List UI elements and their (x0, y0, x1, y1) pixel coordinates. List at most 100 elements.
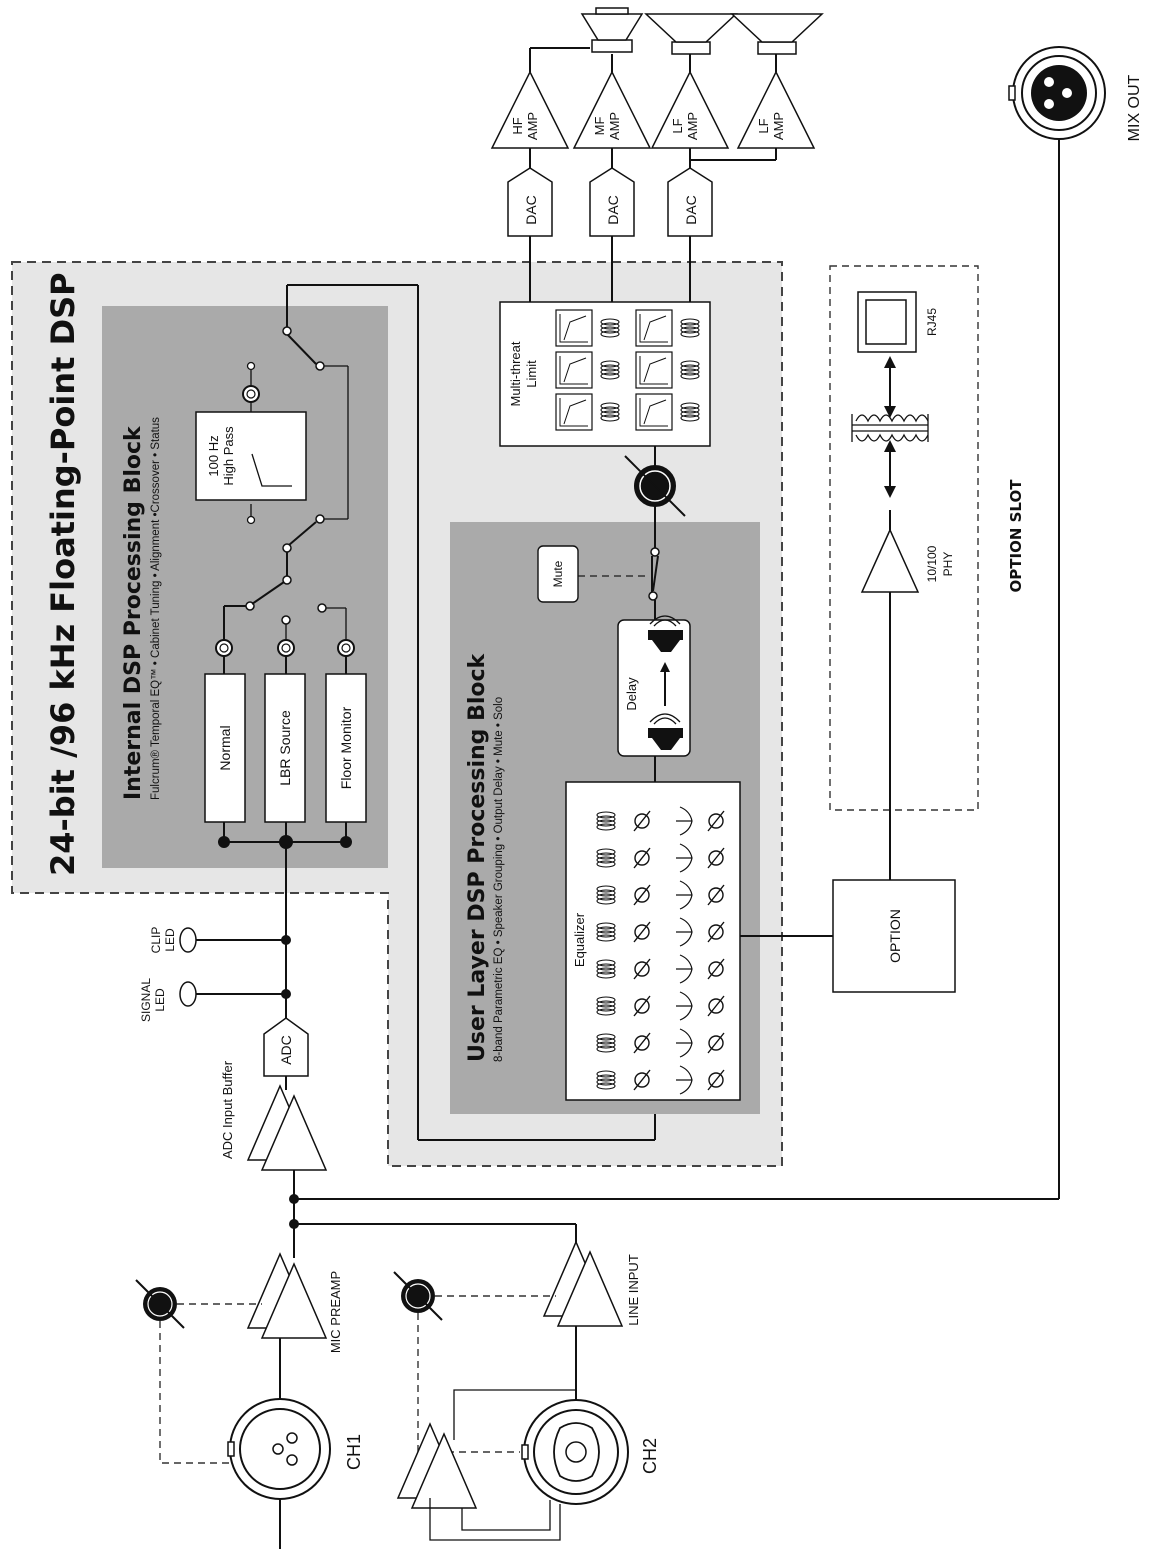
line-input-label: LINE INPUT (626, 1254, 641, 1326)
limiter-graph-icon (555, 351, 593, 389)
ch1-label: CH1 (344, 1434, 364, 1470)
dac-mf-label: DAC (605, 195, 621, 225)
limiter-graph-icon (555, 393, 593, 431)
eq-curve-icon (676, 1028, 693, 1058)
eq-phase-icon (633, 1032, 651, 1054)
eq-curve-icon (676, 843, 693, 873)
eq-curve-icon (676, 806, 693, 836)
limiter-coil-icon (680, 360, 700, 380)
eq-phase-icon (707, 958, 725, 980)
amp-lf2-label-2: AMP (771, 112, 786, 140)
amp-lf1-label-1: LF (670, 118, 685, 133)
eq-curve-icon (676, 954, 693, 984)
amp-hf-icon (490, 70, 570, 149)
mute-label: Mute (551, 560, 565, 587)
mute-button[interactable] (537, 545, 579, 603)
limiter-label-1: Multi-threat (508, 341, 523, 406)
option-slot-frame (829, 265, 979, 811)
equalizer-box (565, 781, 741, 1101)
eq-curve-icon (676, 991, 693, 1021)
junction-dot (281, 989, 291, 999)
amp-mf-label-1: MF (592, 117, 607, 136)
signal-led-label-2: LED (153, 988, 167, 1012)
tweeter-speaker-icon (580, 7, 644, 53)
eq-phase-icon (633, 995, 651, 1017)
eq-curve-icon (676, 880, 693, 910)
eq-coil-icon (596, 1070, 616, 1090)
user-block-subtitle: 8-band Parametric EQ • Speaker Grouping … (493, 697, 505, 1062)
equalizer-label: Equalizer (572, 912, 587, 967)
eq-phase-icon (707, 1032, 725, 1054)
dac-lf-box (667, 167, 713, 237)
limiter-coil-icon (680, 318, 700, 338)
limiter-graph-icon (635, 309, 673, 347)
mix-out-label: MIX OUT (1126, 74, 1143, 141)
option-label: OPTION (887, 909, 903, 963)
xlr-pin-icon (1044, 77, 1054, 87)
junction-dot (289, 1194, 299, 1204)
eq-phase-icon (707, 921, 725, 943)
phy-label-1: 10/100 (925, 545, 939, 582)
mode-normal-box (204, 673, 246, 823)
dac-lf-label: DAC (683, 195, 699, 225)
option-slot-title: OPTION SLOT (1007, 479, 1025, 593)
bus-node (218, 836, 230, 848)
amp-mf-label-2: AMP (607, 112, 622, 140)
xlr-pin-icon (1062, 88, 1072, 98)
eq-coil-icon (596, 959, 616, 979)
amp-hf-label-2: AMP (525, 112, 540, 140)
junction-dot (281, 935, 291, 945)
eq-phase-icon (633, 847, 651, 869)
limiter-graph-icon (635, 393, 673, 431)
xlr-pin-icon (1044, 99, 1054, 109)
amp-lf2-label-1: LF (756, 118, 771, 133)
option-box (832, 879, 956, 993)
eq-coil-icon (596, 885, 616, 905)
limiter-coil-icon (600, 318, 620, 338)
xlr-pin-icon (272, 1443, 284, 1455)
dac-hf-label: DAC (523, 195, 539, 225)
eq-phase-icon (707, 884, 725, 906)
woofer-speaker-icon (730, 13, 824, 55)
eq-phase-icon (707, 1069, 725, 1091)
adc-buffer-label: ADC Input Buffer (220, 1060, 235, 1159)
eq-phase-icon (633, 921, 651, 943)
eq-curve-icon (676, 917, 693, 947)
limiter-graph-icon (635, 351, 673, 389)
eq-phase-icon (633, 958, 651, 980)
amp-lf1-label-2: AMP (685, 112, 700, 140)
limiter-coil-icon (600, 402, 620, 422)
clip-led-label-2: LED (163, 928, 177, 952)
mic-preamp-label: MIC PREAMP (328, 1271, 343, 1353)
eq-coil-icon (596, 922, 616, 942)
phy-label-2: PHY (941, 552, 955, 577)
amp-mf-icon (572, 70, 652, 149)
limiter-graph-icon (555, 309, 593, 347)
limiter-coil-icon (680, 402, 700, 422)
dac-mf-box (589, 167, 635, 237)
eq-phase-icon (707, 847, 725, 869)
limiter-coil-icon (600, 360, 620, 380)
highpass-label-2: High Pass (221, 426, 236, 486)
signal-led-label-1: SIGNAL (139, 978, 153, 1022)
eq-coil-icon (596, 1033, 616, 1053)
highpass-curve-icon (251, 453, 292, 487)
eq-phase-icon (707, 995, 725, 1017)
mode-normal-label: Normal (217, 725, 233, 770)
limiter-label-2: Limit (524, 360, 539, 388)
woofer-speaker-icon (644, 13, 738, 55)
eq-coil-icon (596, 996, 616, 1016)
eq-band-icons (596, 806, 725, 1095)
delay-label: Delay (624, 677, 639, 711)
limiter-icons (555, 309, 700, 431)
eq-coil-icon (596, 848, 616, 868)
internal-block-subtitle: Fulcrum® Temporal EQ™ • Cabinet Tuning •… (150, 417, 162, 800)
adc-box (263, 1017, 309, 1077)
ch2-label: CH2 (640, 1438, 660, 1474)
dac-hf-box (507, 167, 553, 237)
dsp-title: 24-bit /96 kHz Floating-Point DSP (44, 272, 82, 876)
phy-amp-icon (860, 528, 920, 593)
mode-lbr-label: LBR Source (277, 710, 293, 786)
user-block-title: User Layer DSP Processing Block (465, 652, 490, 1062)
